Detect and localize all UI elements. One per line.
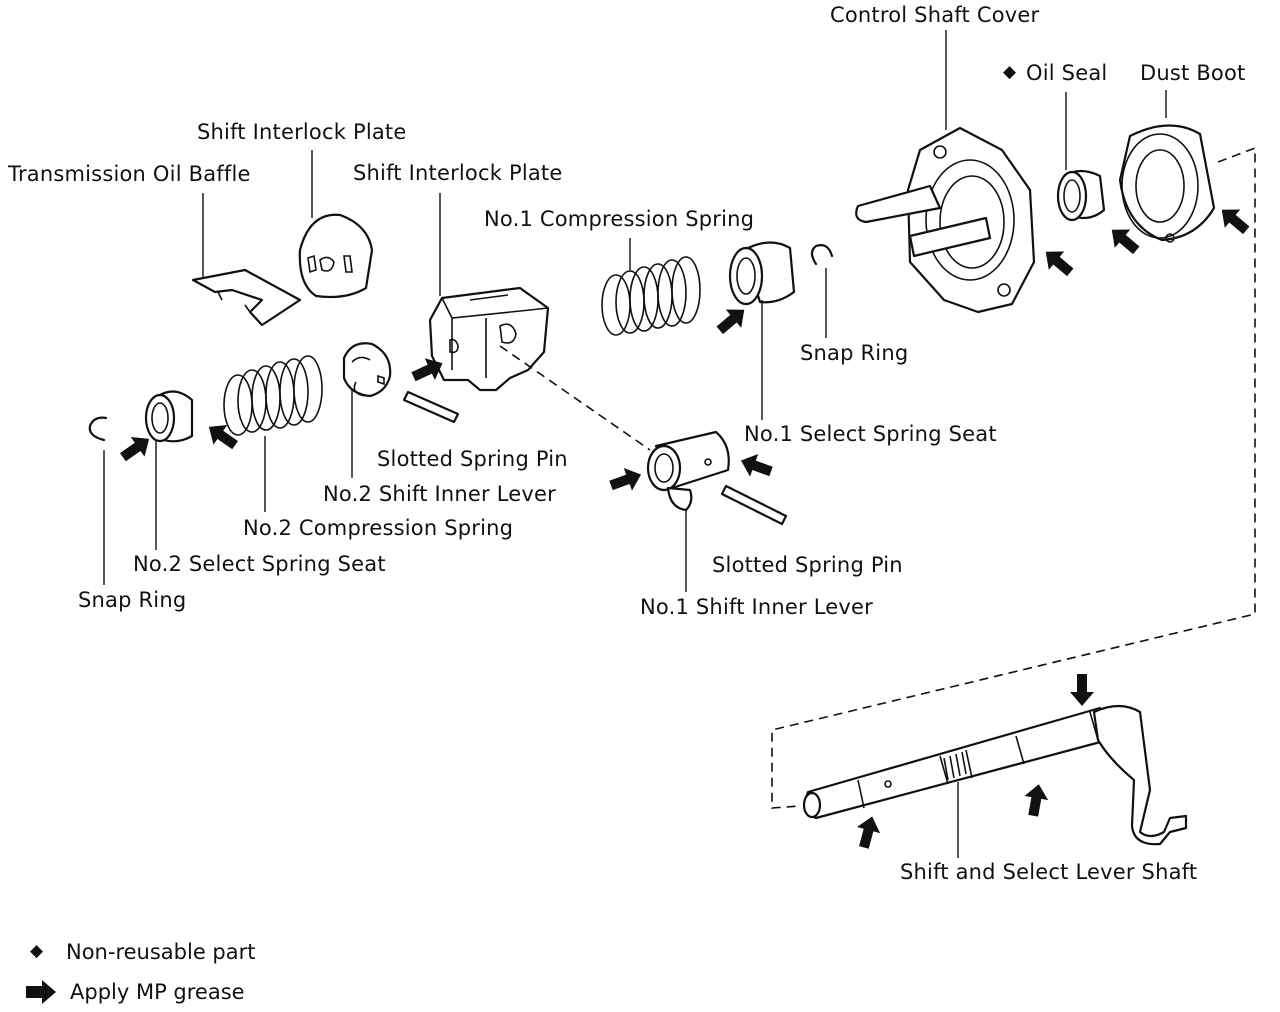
control-shaft-cover-part bbox=[855, 30, 1036, 314]
label-no1-compression-spring: No.1 Compression Spring bbox=[484, 207, 755, 231]
label-control-shaft-cover: Control Shaft Cover bbox=[830, 3, 1040, 27]
no2-select-spring-seat-part bbox=[144, 390, 194, 550]
label-no2-select-spring-seat: No.2 Select Spring Seat bbox=[133, 552, 386, 576]
alignment-dashed-lines bbox=[499, 146, 1256, 809]
no2-compression-spring-part bbox=[223, 355, 323, 512]
legend-apply-grease-label: Apply MP grease bbox=[70, 980, 245, 1004]
shift-select-lever-shaft-part bbox=[802, 704, 1188, 858]
grease-arrow-icon bbox=[856, 816, 881, 849]
no1-select-spring-seat-part bbox=[728, 241, 796, 420]
label-slotted-spring-pin-right: Slotted Spring Pin bbox=[712, 553, 903, 577]
grease-arrow-icon bbox=[1024, 784, 1049, 817]
legend-non-reusable-label: Non-reusable part bbox=[66, 940, 256, 964]
no2-shift-inner-lever-part bbox=[342, 342, 392, 478]
label-snap-ring-right: Snap Ring bbox=[800, 341, 909, 365]
label-shift-interlock-plate-top: Shift Interlock Plate bbox=[197, 120, 407, 144]
label-no1-select-spring-seat: No.1 Select Spring Seat bbox=[744, 422, 997, 446]
grease-arrow-icon bbox=[609, 468, 642, 491]
grease-arrow-icon bbox=[1045, 251, 1074, 277]
label-no2-shift-inner-lever: No.2 Shift Inner Lever bbox=[323, 482, 556, 506]
grease-arrow-icon bbox=[740, 454, 773, 477]
non-reusable-diamond-icon: ◆ bbox=[1003, 62, 1017, 82]
snap-ring-right-part bbox=[810, 244, 834, 338]
grease-arrow-icon bbox=[411, 358, 443, 382]
dust-boot-part bbox=[1118, 90, 1216, 243]
no1-shift-inner-lever-part bbox=[646, 430, 730, 592]
label-no1-shift-inner-lever: No.1 Shift Inner Lever bbox=[640, 595, 873, 619]
legend-diamond-icon: ◆ bbox=[30, 941, 44, 961]
grease-arrow-icon bbox=[1070, 674, 1094, 706]
slotted-spring-pin-left-part bbox=[402, 390, 460, 424]
transmission-oil-baffle-part bbox=[191, 193, 302, 327]
legend-icons bbox=[26, 980, 56, 1004]
shift-interlock-plate-block bbox=[428, 193, 550, 392]
label-oil-seal: Oil Seal bbox=[1026, 61, 1108, 85]
label-dust-boot: Dust Boot bbox=[1140, 61, 1246, 85]
label-shift-and-select-lever-shaft: Shift and Select Lever Shaft bbox=[900, 860, 1198, 884]
snap-ring-left-part bbox=[88, 416, 108, 585]
grease-legend-arrow-icon bbox=[26, 980, 56, 1004]
grease-arrow-icon bbox=[1111, 229, 1140, 255]
oil-seal-part bbox=[1056, 92, 1106, 222]
label-no2-compression-spring: No.2 Compression Spring bbox=[243, 516, 514, 540]
no1-compression-spring-part bbox=[601, 238, 701, 336]
slotted-spring-pin-right-part bbox=[720, 484, 788, 526]
grease-arrow-icon bbox=[208, 425, 238, 450]
grease-arrow-icon bbox=[716, 309, 745, 335]
label-slotted-spring-pin-left: Slotted Spring Pin bbox=[377, 447, 568, 471]
shift-interlock-plate-disc bbox=[298, 150, 374, 299]
grease-arrow-icon bbox=[120, 437, 150, 462]
label-shift-interlock-plate: Shift Interlock Plate bbox=[353, 161, 563, 185]
grease-arrows bbox=[120, 209, 1250, 849]
label-transmission-oil-baffle: Transmission Oil Baffle bbox=[8, 162, 251, 186]
grease-arrow-icon bbox=[1221, 209, 1250, 235]
label-snap-ring-left: Snap Ring bbox=[78, 588, 187, 612]
